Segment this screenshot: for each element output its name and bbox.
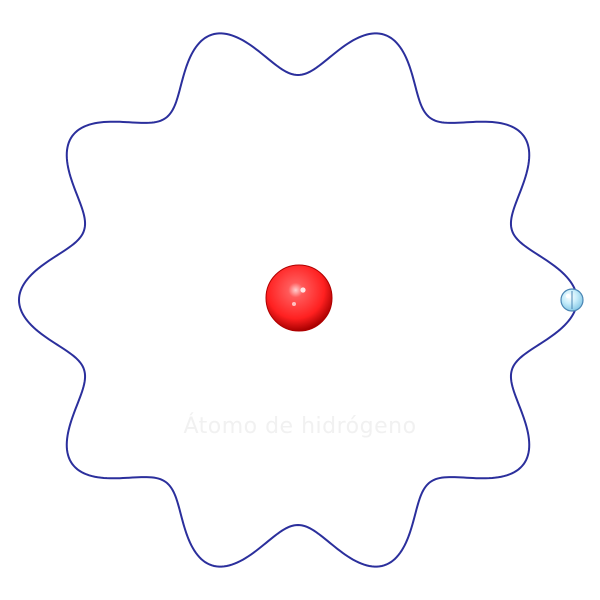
electron xyxy=(560,288,584,312)
nucleus xyxy=(265,264,333,332)
nucleus-highlight-secondary xyxy=(292,302,296,306)
diagram-caption: Átomo de hidrógeno xyxy=(183,414,417,439)
electron-highlight xyxy=(565,293,571,299)
nucleus-highlight xyxy=(300,287,306,293)
electron-orbit xyxy=(17,32,579,568)
